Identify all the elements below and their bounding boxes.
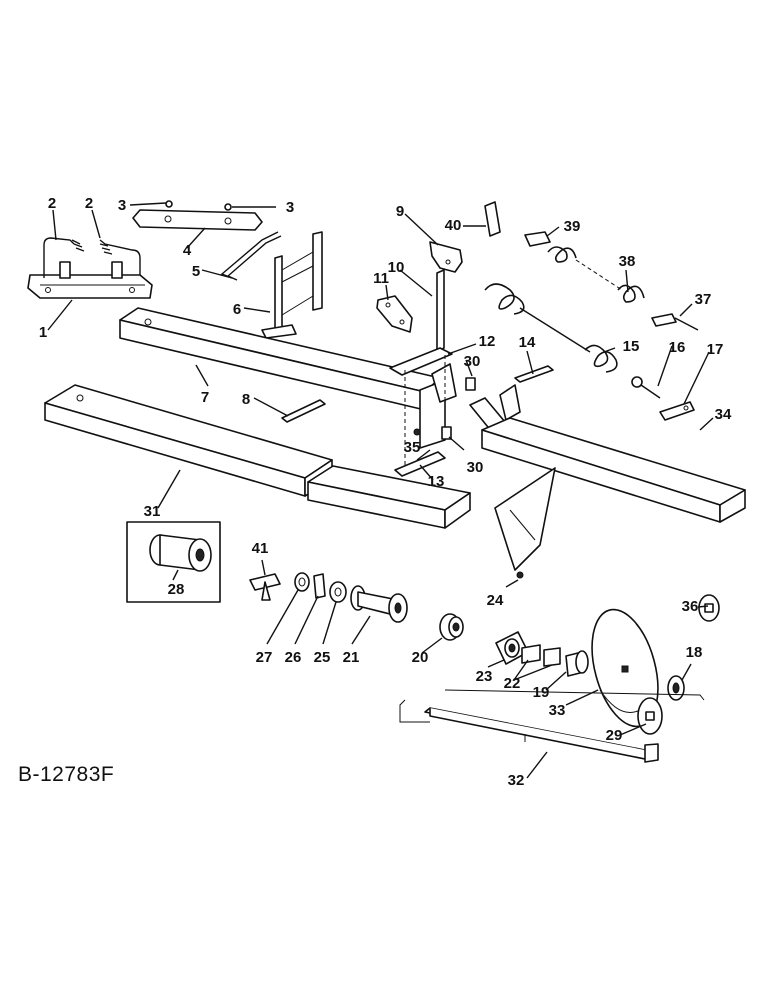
part-6-standard [261,231,323,339]
callout-3-right: 3 [286,199,294,216]
part-41-bracket [249,573,281,601]
part-4-plate [132,209,263,231]
callout-15: 15 [623,338,640,355]
part-29-hub [637,697,663,735]
callout-22: 22 [504,675,521,692]
callout-35: 35 [404,439,421,456]
part-27-nut [294,572,310,592]
callout-39: 39 [564,218,581,235]
callout-21: 21 [343,649,360,666]
callout-29: 29 [606,727,623,744]
part-13-strap [394,451,446,477]
part-9-clip [429,241,463,273]
leader-lines [47,202,714,779]
part-19-spool [565,650,589,677]
callout-37: 37 [695,291,712,308]
callout-41: 41 [252,540,269,557]
callout-33: 33 [549,702,566,719]
callout-4: 4 [183,242,192,259]
part-30-plate-upper [465,377,476,391]
callout-2-right: 2 [85,195,93,212]
part-32-axle [399,689,705,763]
drawing-id-label: B-12783F [18,763,114,786]
callout-11: 11 [373,270,389,287]
part-3-screw-right [224,203,232,211]
callout-labels: 1 2 2 3 3 4 5 6 7 8 9 10 11 12 13 14 15 … [39,195,732,789]
callout-23: 23 [476,668,493,685]
callout-2-left: 2 [48,195,56,212]
callout-30-upper: 30 [464,353,481,370]
part-25-nut [329,581,347,603]
part-30-plate-lower [441,426,452,440]
part-21-spool [350,585,408,623]
callout-32: 32 [508,772,525,789]
callout-26: 26 [285,649,302,666]
part-1-bracket [27,261,153,299]
callout-30-lower: 30 [467,459,484,476]
callout-8: 8 [242,391,250,408]
callout-36: 36 [682,598,699,615]
callout-24: 24 [487,592,504,609]
part-34-frame-bar [481,417,746,523]
part-15-spring [484,283,618,373]
part-16-eyebolt [631,376,661,399]
callout-31: 31 [144,503,161,520]
part-8-strap [281,399,326,423]
part-33-disc [591,608,659,728]
callout-18: 18 [686,644,703,661]
part-40-bracket [484,201,501,237]
callout-13: 13 [428,473,445,490]
part-28-inset [126,521,221,603]
part-35-bolt [413,428,421,436]
callout-17: 17 [707,341,724,358]
callout-25: 25 [314,649,331,666]
callout-1: 1 [39,324,47,341]
part-20-bearing [439,613,464,641]
part-17-clevis [659,401,695,421]
part-2-u-bolt-left [43,237,85,278]
callout-3-left: 3 [118,197,126,214]
callout-40: 40 [445,217,462,234]
callout-12: 12 [479,333,496,350]
part-24-gusset [494,467,556,579]
callout-10: 10 [388,259,405,276]
callout-20: 20 [412,649,429,666]
part-26-washer [313,573,326,599]
part-10-angle-bracket [436,269,445,353]
callout-5: 5 [192,263,200,280]
callout-14: 14 [519,334,536,351]
callout-28: 28 [168,581,185,598]
part-12-mount [389,347,457,465]
callout-6: 6 [233,301,241,318]
part-38-spring [547,246,645,303]
part-3-screw-left [165,200,173,208]
callout-9: 9 [396,203,404,220]
callout-16: 16 [669,339,686,356]
part-11-plate [376,295,413,333]
part-36-washer [698,594,720,622]
part-37-bolt [651,313,699,331]
part-39-clip [524,231,551,247]
callout-27: 27 [256,649,273,666]
part-2-u-bolt-right [99,239,141,275]
callout-34: 34 [715,406,732,423]
part-22-spacers [521,644,561,667]
part-31-frame-bar [44,384,471,529]
callout-38: 38 [619,253,636,270]
part-5-rod [220,231,282,281]
callout-7: 7 [201,389,209,406]
callout-19: 19 [533,684,550,701]
